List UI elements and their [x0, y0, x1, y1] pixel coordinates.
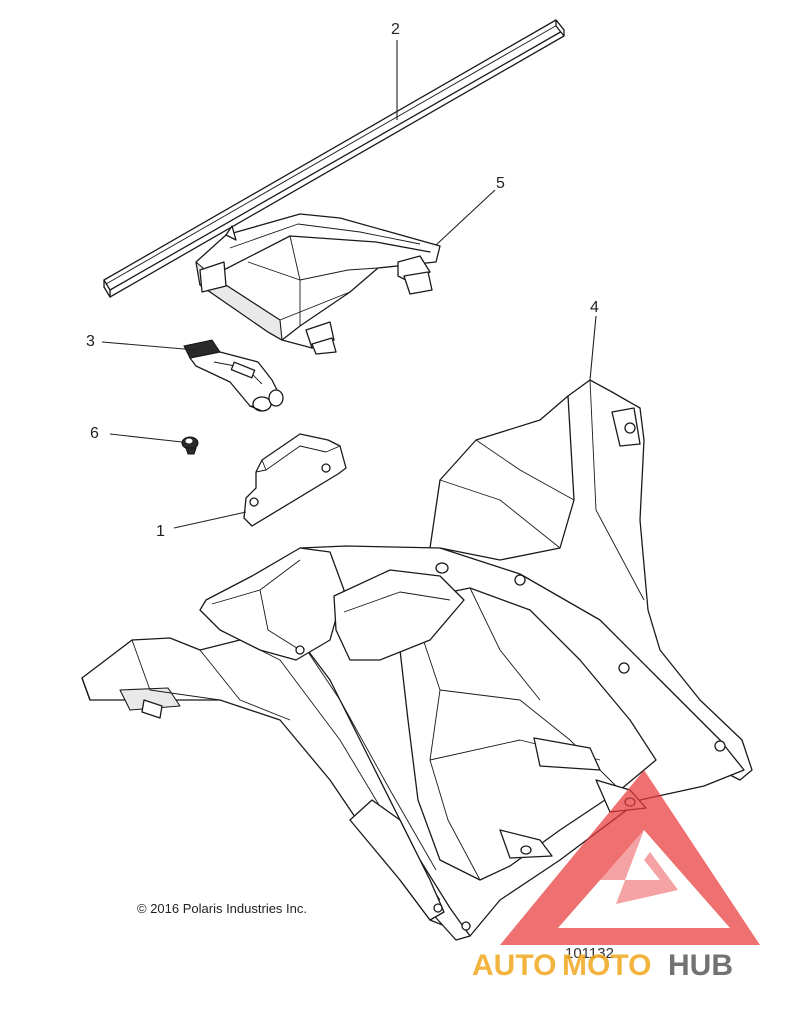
part-2-trim-strip: [103, 19, 565, 298]
part-5-upper-cover: [195, 213, 441, 355]
callout-2: 2: [391, 21, 400, 38]
part-4-body-panel: [81, 379, 753, 941]
copyright-text: © 2016 Polaris Industries Inc.: [137, 901, 307, 916]
watermark-text-moto: MOTO: [562, 949, 651, 982]
callout-1: 1: [156, 523, 165, 540]
watermark-triangle-icon: [500, 770, 760, 945]
part-1-shield-plate: [243, 433, 347, 527]
figure-number: 101132: [565, 945, 614, 962]
callout-4: 4: [590, 299, 599, 316]
callout-3: 3: [86, 333, 95, 350]
watermark-logo: AUTO MOTO HUB: [472, 770, 760, 982]
watermark-text-hub: HUB: [668, 949, 733, 982]
watermark-text-auto: AUTO: [472, 949, 556, 982]
callouts: 2 5 3 4 6 1: [86, 21, 599, 540]
callout-6: 6: [90, 425, 99, 442]
part-3-latch: [183, 339, 284, 412]
part-6-fastener: [181, 436, 199, 455]
callout-5: 5: [496, 175, 505, 192]
